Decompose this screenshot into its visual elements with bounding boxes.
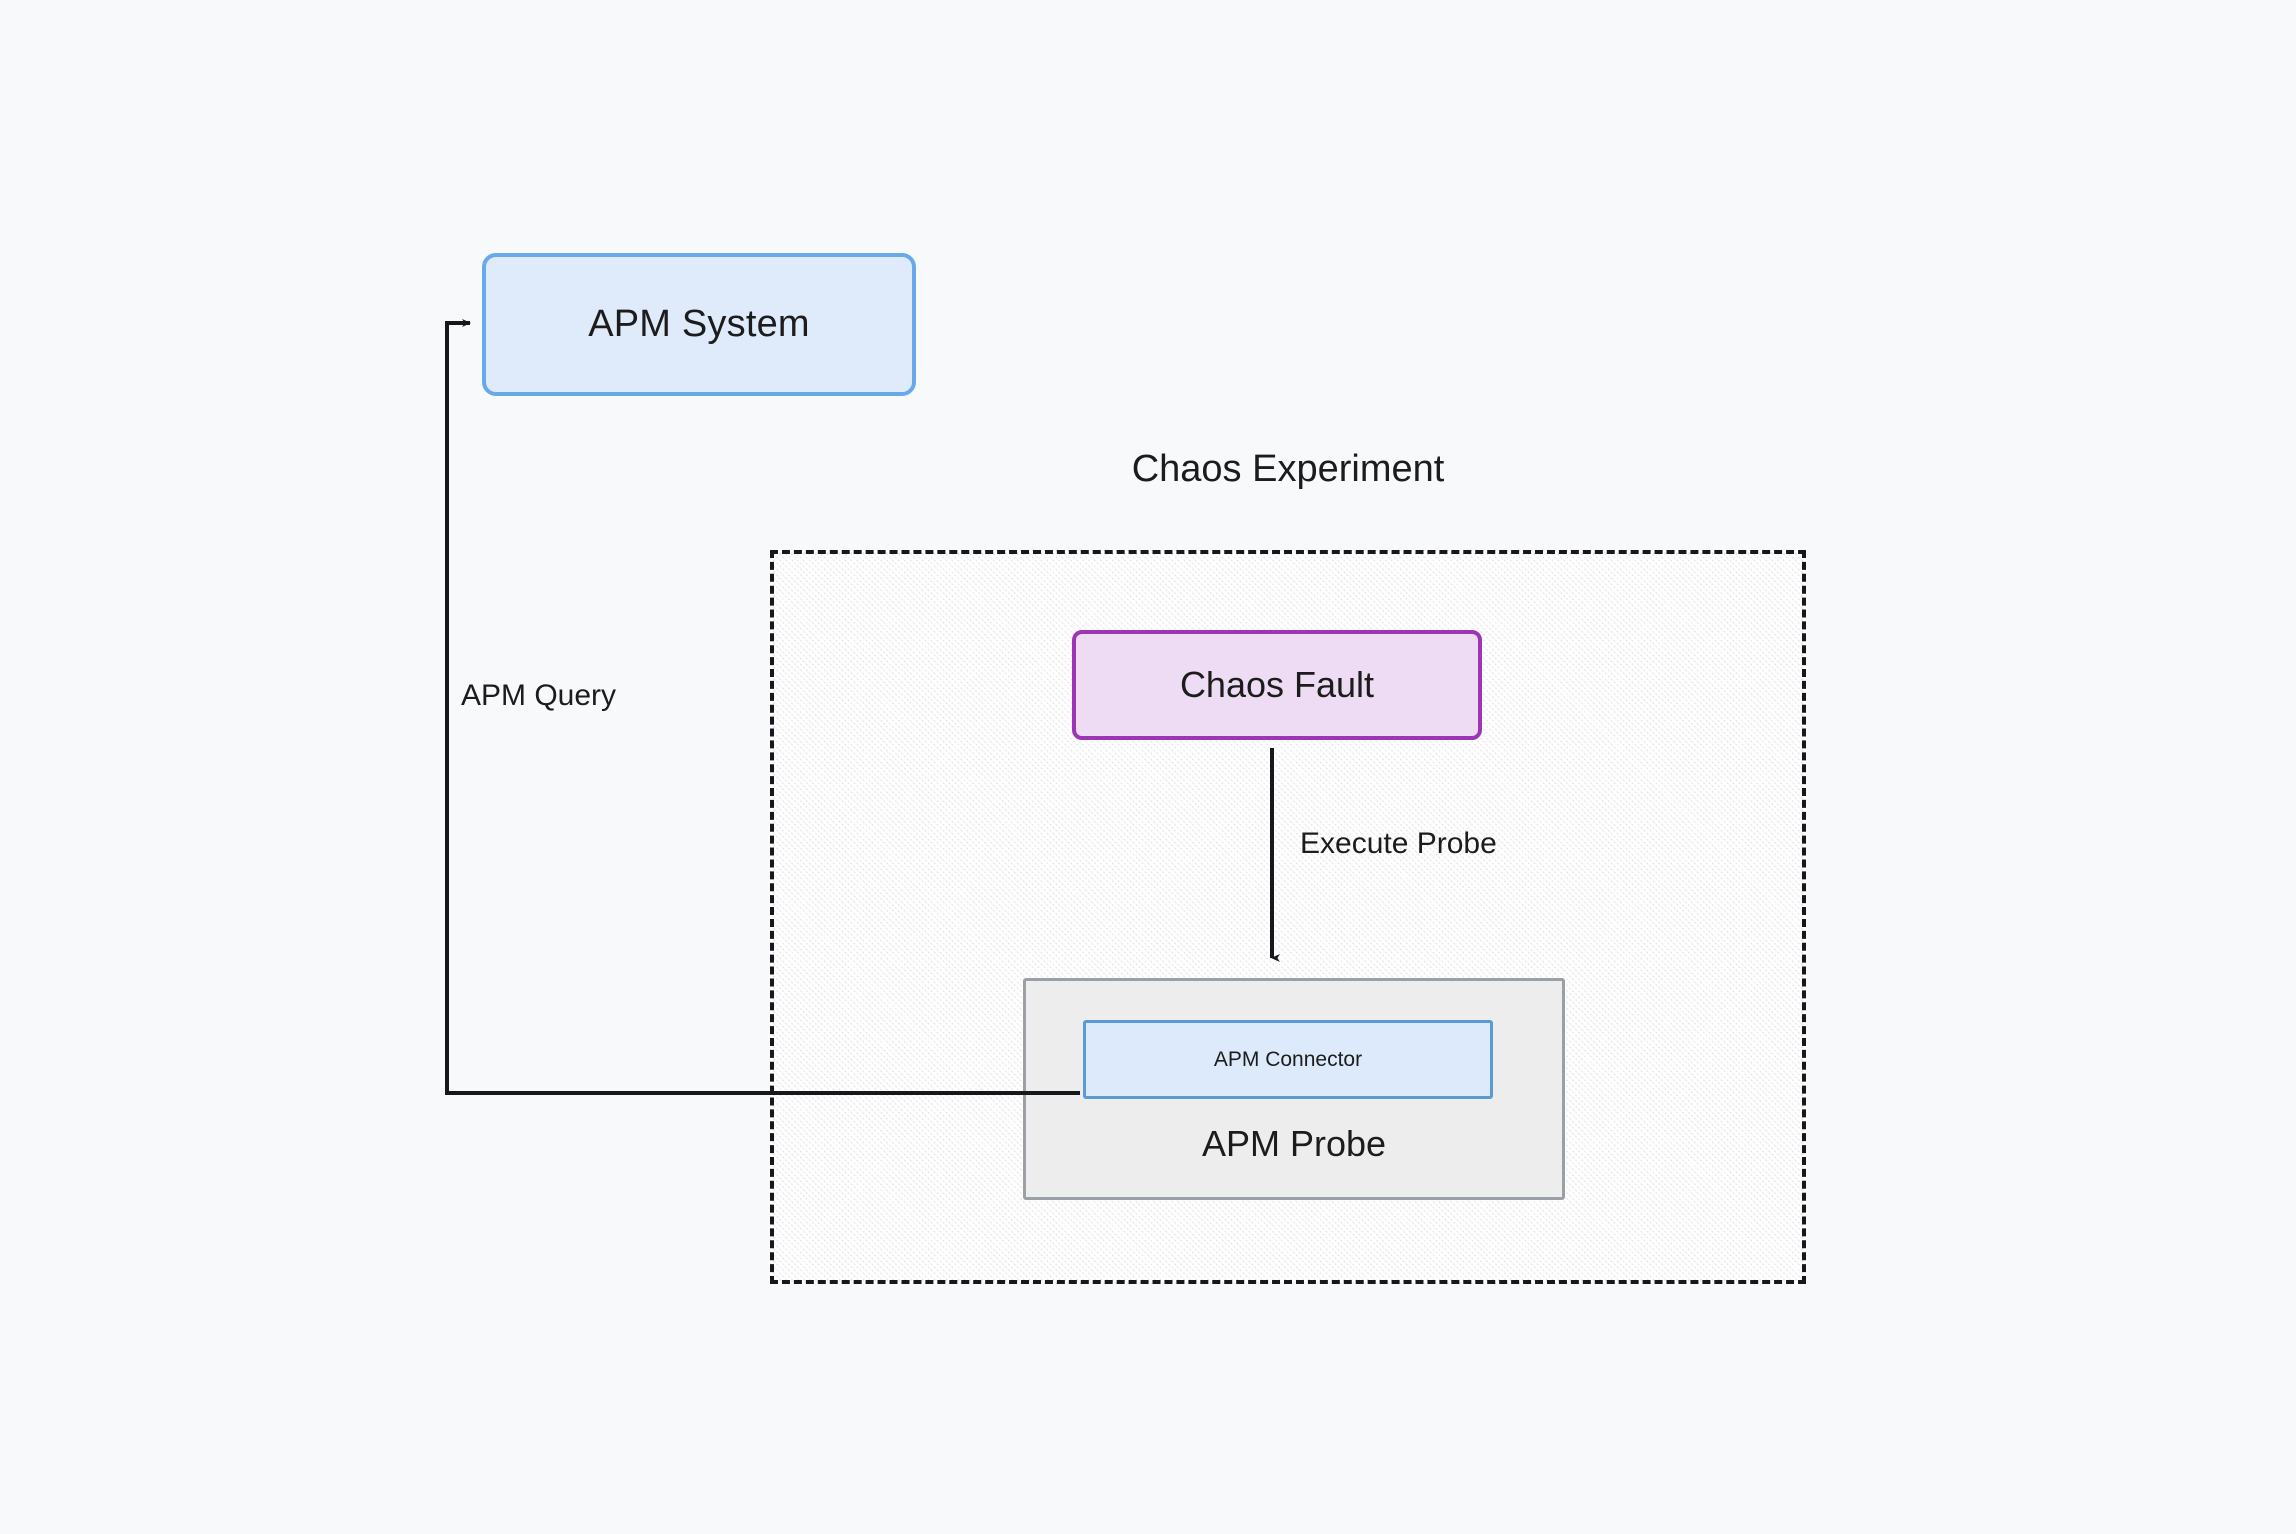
node-apm-connector[interactable]: APM Connector bbox=[1083, 1020, 1493, 1099]
node-chaos-fault[interactable]: Chaos Fault bbox=[1072, 630, 1482, 740]
node-apm-connector-label: APM Connector bbox=[1213, 1047, 1363, 1071]
node-apm-probe-label: APM Probe bbox=[1201, 1123, 1387, 1164]
edge-label-apm-query: APM Query bbox=[461, 679, 617, 712]
node-apm-probe[interactable]: APM Connector APM Probe bbox=[1023, 978, 1565, 1200]
node-apm-system[interactable]: APM System bbox=[482, 253, 916, 396]
cluster-chaos-experiment-title: Chaos Experiment bbox=[1131, 448, 1445, 490]
edge-label-execute-probe: Execute Probe bbox=[1300, 827, 1497, 860]
node-apm-system-label: APM System bbox=[588, 303, 810, 345]
node-chaos-fault-label: Chaos Fault bbox=[1179, 664, 1375, 705]
